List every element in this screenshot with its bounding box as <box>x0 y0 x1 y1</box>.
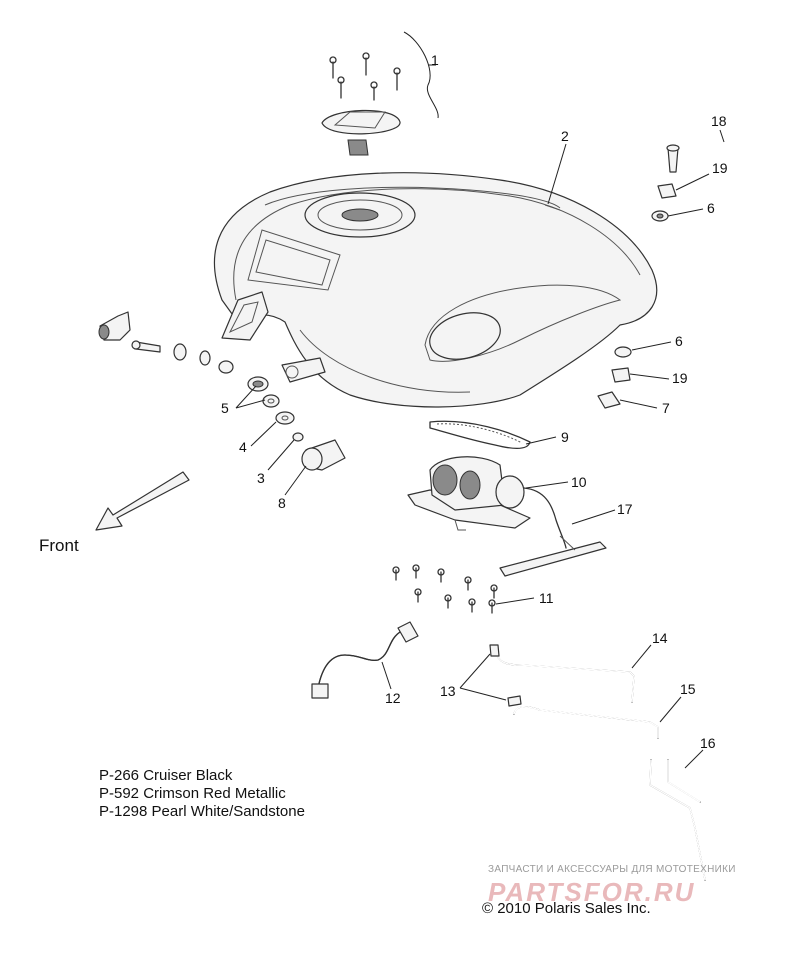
callout-labels: 1 2 18 19 6 6 19 7 9 10 17 11 5 4 3 8 14… <box>221 52 728 751</box>
fuel-cap-assembly <box>321 52 401 156</box>
leader-lines <box>235 31 725 769</box>
callout-8: 8 <box>278 495 286 511</box>
callout-1: 1 <box>431 52 439 68</box>
fuel-pump-assembly <box>407 456 531 531</box>
grommet-5 <box>247 376 280 408</box>
callout-15: 15 <box>680 681 696 697</box>
fuel-tank <box>213 172 658 408</box>
legend-item: P-266 Cruiser Black <box>99 767 233 784</box>
callout-14: 14 <box>652 630 668 646</box>
callout-6-lower: 6 <box>675 333 683 349</box>
vent-line-14 <box>495 651 635 703</box>
watermark-logo: PARTSFOR.RU <box>488 877 696 907</box>
mounting-bolt <box>131 340 161 353</box>
callout-5: 5 <box>221 400 229 416</box>
color-legend: P-266 Cruiser Black P-592 Crimson Red Me… <box>99 767 305 821</box>
callout-16: 16 <box>700 735 716 751</box>
grommet-6-lower <box>614 346 632 358</box>
callout-12: 12 <box>385 690 401 706</box>
bracket-7 <box>597 391 621 409</box>
copyright-notice: © 2010 Polaris Sales Inc. <box>482 900 651 917</box>
vent-fittings-13 <box>489 644 522 707</box>
callout-3: 3 <box>257 470 265 486</box>
callout-2: 2 <box>561 128 569 144</box>
watermark-tagline: ЗАПЧАСТИ И АКСЕССУАРЫ ДЛЯ МОТОТЕХНИКИ <box>488 864 736 875</box>
callout-19-lower: 19 <box>672 370 688 386</box>
grommet-6 <box>651 210 669 222</box>
washer-4 <box>275 411 295 425</box>
vent-line-16 <box>649 759 706 881</box>
tank-front-mount-bracket <box>221 291 326 383</box>
screw-3 <box>292 432 304 442</box>
vent-line-15 <box>513 705 659 739</box>
legend-item: P-1298 Pearl White/Sandstone <box>99 803 305 820</box>
callout-6: 6 <box>707 200 715 216</box>
rear-cushion-8 <box>301 439 346 471</box>
front-label: Front <box>39 536 79 555</box>
callout-9: 9 <box>561 429 569 445</box>
callout-4: 4 <box>239 439 247 455</box>
bolt-18 <box>666 144 680 173</box>
callout-11: 11 <box>539 590 554 606</box>
screws-11 <box>392 564 498 614</box>
clip-nut-19 <box>657 183 677 199</box>
front-direction-arrow <box>95 471 190 531</box>
callout-13: 13 <box>440 683 456 699</box>
watermark: ЗАПЧАСТИ И АКСЕССУАРЫ ДЛЯ МОТОТЕХНИКИ PA… <box>488 864 788 908</box>
callout-19: 19 <box>712 160 728 176</box>
legend-item: P-592 Crimson Red Metallic <box>99 785 286 802</box>
callout-17: 17 <box>617 501 633 517</box>
callout-18: 18 <box>711 113 727 129</box>
fuel-hose-12 <box>311 621 419 699</box>
callout-10: 10 <box>571 474 587 490</box>
spacer-bushings <box>173 343 234 374</box>
fuel-line-17 <box>499 487 607 577</box>
fuel-pump-gasket <box>429 420 531 450</box>
rubber-mount-cushion <box>98 311 131 341</box>
clip-nut-19-lower <box>611 367 631 383</box>
callout-7: 7 <box>662 400 670 416</box>
